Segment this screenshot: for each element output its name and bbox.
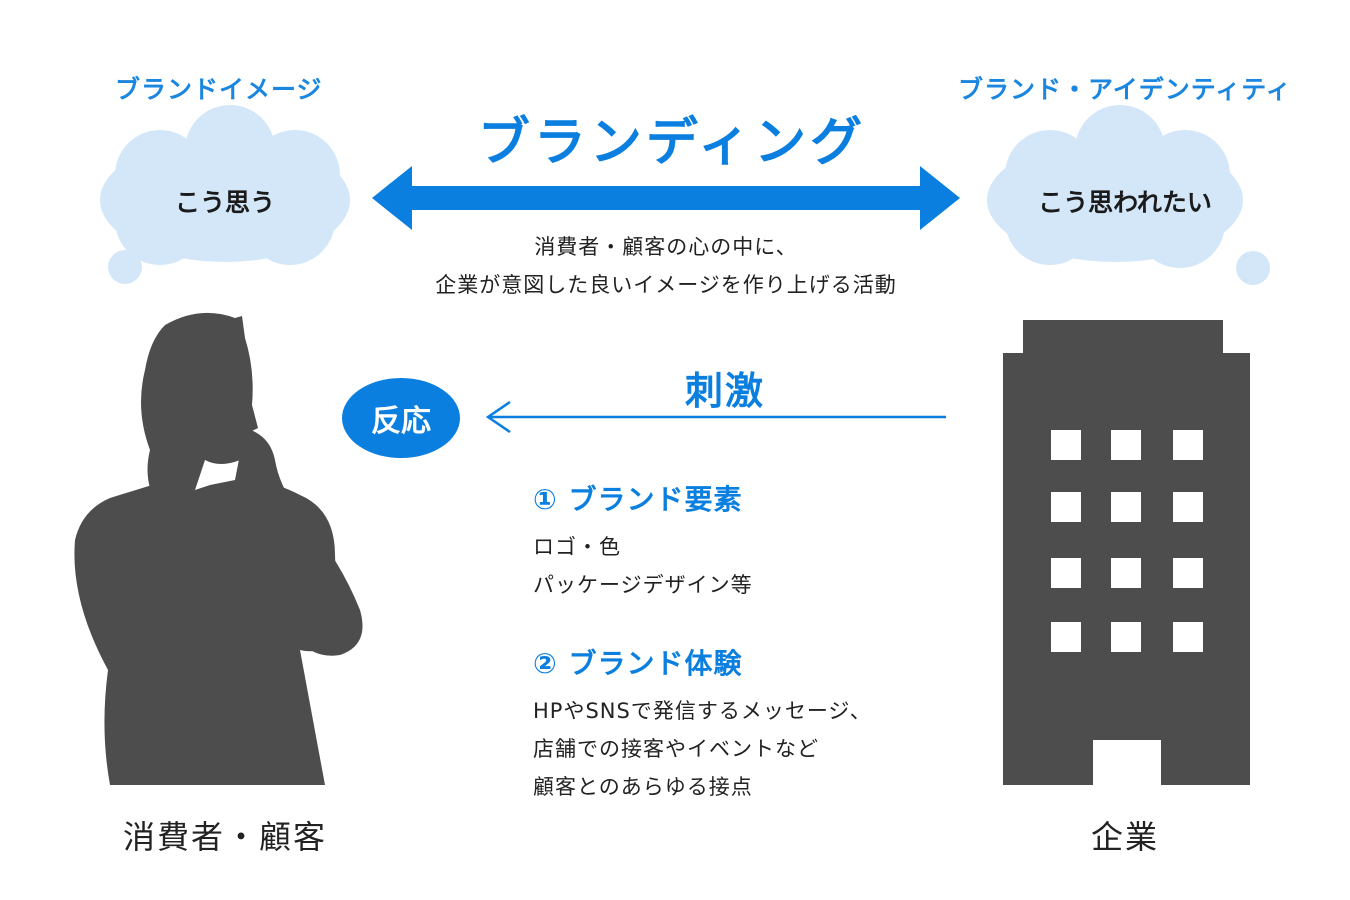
section-line: 店舗での接客やイベントなど: [533, 737, 819, 761]
consumer-caption: 消費者・顧客: [122, 818, 327, 856]
section-line: 顧客とのあらゆる接点: [533, 775, 753, 799]
section-brand-experience: ② ブランド体験 HPやSNSで発信するメッセージ、 店舗での接客やイベントなど…: [533, 642, 953, 806]
right-cloud-icon: [987, 105, 1270, 285]
section-heading: ① ブランド要素: [533, 483, 743, 516]
company-caption: 企業: [1090, 818, 1159, 856]
brand-identity-label: ブランド・アイデンティティ: [958, 75, 1292, 104]
double-arrow-icon: [372, 166, 960, 230]
brand-image-label: ブランドイメージ: [115, 75, 323, 104]
section-line: HPやSNSで発信するメッセージ、: [533, 699, 872, 723]
section-line: ロゴ・色: [533, 535, 621, 559]
right-thought-text: こう思われたい: [1038, 188, 1212, 217]
branding-title: ブランディング: [477, 113, 867, 173]
section-heading: ② ブランド体験: [533, 647, 743, 680]
left-cloud-icon: [100, 105, 350, 284]
building-icon: [1003, 320, 1250, 785]
stimulus-label: 刺激: [685, 369, 766, 413]
desc-line-1: 消費者・顧客の心の中に、: [534, 235, 798, 259]
section-brand-elements: ① ブランド要素 ロゴ・色 パッケージデザイン等: [533, 478, 953, 604]
branding-description: 消費者・顧客の心の中に、 企業が意図した良いイメージを作り上げる活動: [372, 228, 960, 304]
person-silhouette-icon: [74, 312, 363, 785]
section-line: パッケージデザイン等: [533, 573, 753, 597]
left-arrow-icon: [485, 400, 946, 434]
left-thought-text: こう思う: [174, 188, 275, 217]
reaction-bubble: 反応: [342, 378, 460, 458]
desc-line-2: 企業が意図した良いイメージを作り上げる活動: [435, 273, 897, 297]
